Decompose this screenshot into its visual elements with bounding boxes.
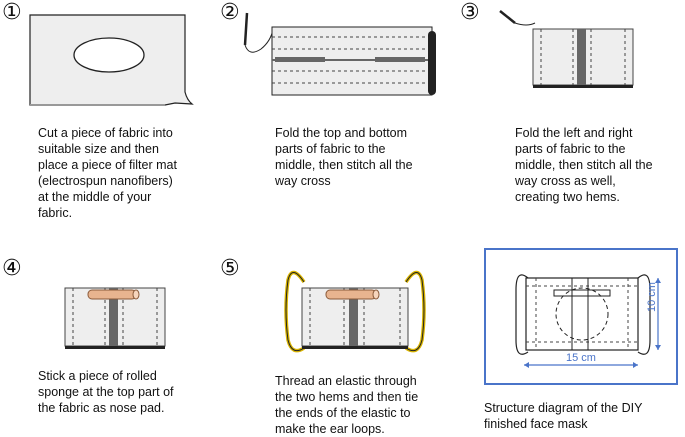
needle-thread xyxy=(244,28,274,53)
step-1-number: ① xyxy=(2,0,22,25)
step-1-caption: Cut a piece of fabric into suitable size… xyxy=(38,126,177,220)
step-3-number: ③ xyxy=(460,0,480,25)
step-2-caption: Fold the top and bottom parts of fabric … xyxy=(275,126,413,188)
right-ear-loop xyxy=(404,270,426,353)
step-4-caption: Stick a piece of rolled sponge at the to… xyxy=(38,369,174,415)
step-4-number: ④ xyxy=(2,256,22,281)
step-2-number: ② xyxy=(220,0,240,25)
width-dimension-label: 15 cm xyxy=(566,352,596,364)
step-1-fabric-illustration xyxy=(29,14,194,106)
left-ear-loop xyxy=(284,270,306,353)
filter-mat xyxy=(73,37,145,73)
step-5-elastic-illustration xyxy=(284,270,426,353)
step-4-nose-pad-illustration xyxy=(64,287,166,349)
step-5-caption: Thread an elastic through the two hems a… xyxy=(275,374,419,436)
sponge-nose-pad xyxy=(325,289,377,300)
needle-thread xyxy=(514,22,536,26)
step-3-caption: Fold the left and right parts of fabric … xyxy=(515,126,653,204)
step-5-number: ⑤ xyxy=(220,256,240,281)
structure-diagram-frame xyxy=(484,248,678,385)
sponge-nose-pad xyxy=(87,289,137,300)
structure-diagram xyxy=(515,274,661,368)
height-dimension-label: 10 cm xyxy=(646,282,658,312)
step-2-fold-illustration xyxy=(243,12,436,96)
structure-caption: Structure diagram of the DIY finished fa… xyxy=(484,401,643,431)
step-3-fold-illustration xyxy=(499,10,634,88)
